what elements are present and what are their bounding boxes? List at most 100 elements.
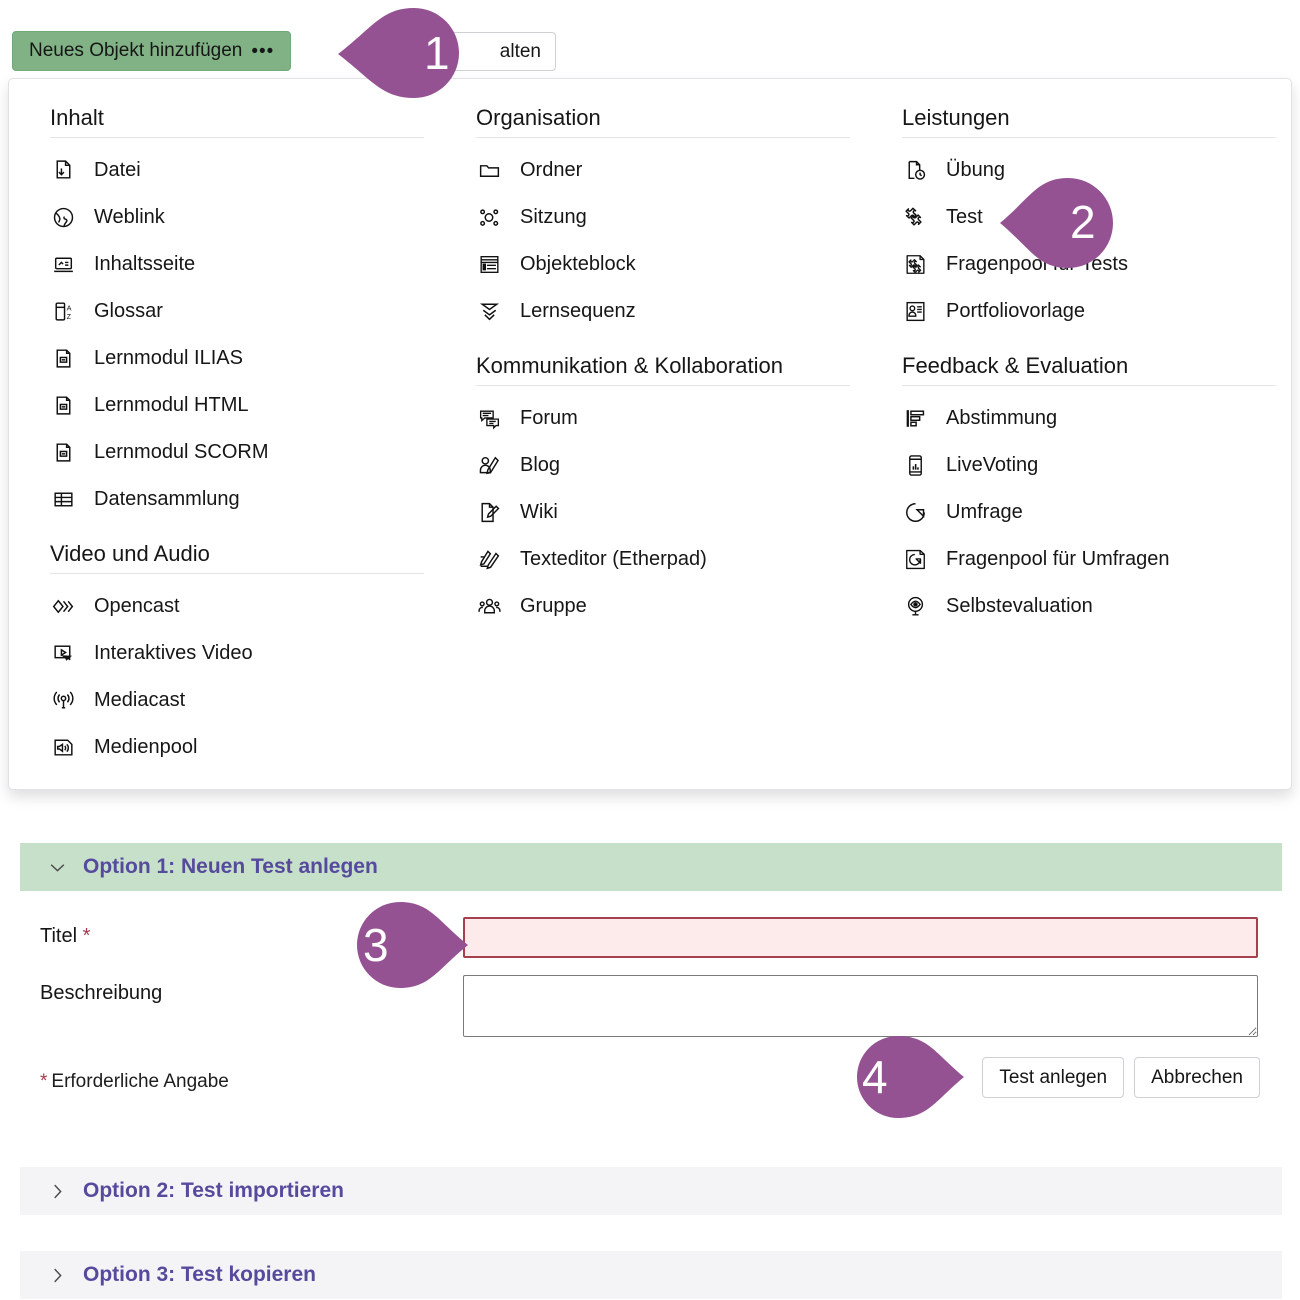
- group-divider: [476, 136, 850, 138]
- dropdown-column-right: Leistungen Übung: [902, 105, 1276, 638]
- required-field-hint-text: Erforderliche Angabe: [51, 1071, 229, 1092]
- menu-item-ordner[interactable]: Ordner: [476, 147, 850, 194]
- menu-item-test[interactable]: Test: [902, 194, 1276, 241]
- secondary-toolbar-button-label: alten: [499, 40, 541, 62]
- portfolio-template-icon: [902, 298, 929, 325]
- add-object-dropdown-panel: Inhalt Datei: [8, 78, 1292, 790]
- poll-bars-icon: [902, 405, 929, 432]
- option-1-form-body: Titel * Beschreibung * Erforderliche Anga…: [20, 891, 1282, 1167]
- test-puzzle-icon: [902, 204, 929, 231]
- content-page-icon: [50, 251, 77, 278]
- form-button-row: Test anlegen Abbrechen: [982, 1057, 1260, 1098]
- menu-item-wiki[interactable]: Wiki: [476, 489, 850, 536]
- description-field-label: Beschreibung: [40, 982, 163, 1004]
- group-title-inhalt: Inhalt: [50, 105, 104, 130]
- menu-item-label: Datei: [94, 159, 141, 182]
- menu-item-fragenpool-fuer-tests[interactable]: Fragenpool für Tests: [902, 241, 1276, 288]
- menu-item-label: Medienpool: [94, 736, 198, 759]
- menu-item-label: Inhaltsseite: [94, 253, 196, 276]
- dropdown-columns: Inhalt Datei: [9, 79, 1291, 789]
- group-inhalt: Inhalt Datei: [50, 105, 424, 523]
- menu-item-umfrage[interactable]: Umfrage: [902, 489, 1276, 536]
- menu-item-label: Abstimmung: [946, 407, 1058, 430]
- blog-person-pencil-icon: [476, 452, 503, 479]
- accordion-header-option-3[interactable]: Option 3: Test kopieren: [20, 1251, 1282, 1299]
- accordion-header-option-2[interactable]: Option 2: Test importieren: [20, 1167, 1282, 1215]
- question-pool-survey-icon: [902, 546, 929, 573]
- cancel-button[interactable]: Abbrechen: [1134, 1057, 1260, 1098]
- create-test-form-area: Option 1: Neuen Test anlegen Titel * Bes…: [0, 843, 1300, 1299]
- menu-item-forum[interactable]: Forum: [476, 395, 850, 442]
- add-new-object-button[interactable]: Neues Objekt hinzufügen •••: [12, 31, 292, 71]
- menu-item-gruppe[interactable]: Gruppe: [476, 583, 850, 630]
- opencast-diamonds-icon: [50, 593, 77, 620]
- menu-item-label: Opencast: [94, 595, 180, 618]
- menu-item-label: Blog: [520, 454, 561, 477]
- menu-item-objekteblock[interactable]: Objekteblock: [476, 241, 850, 288]
- group-divider: [50, 136, 424, 138]
- menu-item-lernsequenz[interactable]: Lernsequenz: [476, 288, 850, 335]
- group-video-und-audio: Video und Audio Opencast: [50, 541, 424, 771]
- menu-item-lernmodul-ilias[interactable]: Lernmodul ILIAS: [50, 335, 424, 382]
- menu-item-label: Weblink: [94, 206, 165, 229]
- question-pool-test-icon: [902, 251, 929, 278]
- chevron-right-icon: [48, 1266, 67, 1285]
- menu-item-datei[interactable]: Datei: [50, 147, 424, 194]
- menu-item-fragenpool-fuer-umfragen[interactable]: Fragenpool für Umfragen: [902, 536, 1276, 583]
- group-title-organisation: Organisation: [476, 105, 601, 130]
- accordion-header-option-1[interactable]: Option 1: Neuen Test anlegen: [20, 843, 1282, 891]
- menu-item-blog[interactable]: Blog: [476, 442, 850, 489]
- menu-item-weblink[interactable]: Weblink: [50, 194, 424, 241]
- menu-item-label: Fragenpool für Umfragen: [946, 548, 1170, 571]
- interactive-video-icon: [50, 640, 77, 667]
- menu-item-label: Lernsequenz: [520, 300, 636, 323]
- dropdown-column-middle: Organisation Ordner: [476, 105, 850, 638]
- self-evaluation-eye-icon: [902, 593, 929, 620]
- menu-item-label: Interaktives Video: [94, 642, 253, 665]
- group-feedback-evaluation: Feedback & Evaluation Abstimmung: [902, 353, 1276, 630]
- livevoting-phone-icon: [902, 452, 929, 479]
- group-title-leistungen: Leistungen: [902, 105, 1010, 130]
- menu-item-label: Fragenpool für Tests: [946, 253, 1128, 276]
- description-textarea[interactable]: [463, 975, 1258, 1037]
- title-field-label: Titel *: [40, 925, 91, 947]
- title-input[interactable]: [463, 917, 1258, 958]
- menu-item-label: LiveVoting: [946, 454, 1039, 477]
- menu-item-livevoting[interactable]: LiveVoting: [902, 442, 1276, 489]
- secondary-toolbar-button[interactable]: alten: [368, 32, 556, 71]
- menu-item-medienpool[interactable]: Medienpool: [50, 724, 424, 771]
- menu-item-glossar[interactable]: A Z Glossar: [50, 288, 424, 335]
- create-test-button[interactable]: Test anlegen: [982, 1057, 1125, 1098]
- wiki-page-pencil-icon: [476, 499, 503, 526]
- survey-pie-icon: [902, 499, 929, 526]
- group-divider: [476, 384, 850, 386]
- menu-item-sitzung[interactable]: Sitzung: [476, 194, 850, 241]
- add-new-object-label: Neues Objekt hinzufügen: [29, 40, 243, 61]
- menu-item-label: Gruppe: [520, 595, 587, 618]
- group-title-video-und-audio: Video und Audio: [50, 540, 210, 566]
- broadcast-icon: [50, 687, 77, 714]
- menu-item-opencast[interactable]: Opencast: [50, 583, 424, 630]
- menu-item-label: Datensammlung: [94, 488, 240, 511]
- menu-item-lernmodul-html[interactable]: Lernmodul HTML: [50, 382, 424, 429]
- menu-item-uebung[interactable]: Übung: [902, 147, 1276, 194]
- menu-item-texteditor-etherpad[interactable]: Texteditor (Etherpad): [476, 536, 850, 583]
- menu-item-portfoliovorlage[interactable]: Portfoliovorlage: [902, 288, 1276, 335]
- menu-item-abstimmung[interactable]: Abstimmung: [902, 395, 1276, 442]
- menu-item-inhaltsseite[interactable]: Inhaltsseite: [50, 241, 424, 288]
- glossary-az-icon: A Z: [50, 298, 77, 325]
- menu-item-selbstevaluation[interactable]: Selbstevaluation: [902, 583, 1276, 630]
- accordion-gap: [0, 1215, 1300, 1251]
- required-asterisk: *: [82, 925, 91, 947]
- menu-item-interaktives-video[interactable]: Interaktives Video: [50, 630, 424, 677]
- group-divider: [50, 572, 424, 574]
- menu-item-datensammlung[interactable]: Datensammlung: [50, 476, 424, 523]
- menu-item-label: Objekteblock: [520, 253, 636, 276]
- menu-item-label: Sitzung: [520, 206, 587, 229]
- chevron-down-icon: [48, 858, 67, 877]
- exercise-clock-icon: [902, 157, 929, 184]
- session-nodes-icon: [476, 204, 503, 231]
- menu-item-mediacast[interactable]: Mediacast: [50, 677, 424, 724]
- menu-item-label: Ordner: [520, 159, 583, 182]
- menu-item-lernmodul-scorm[interactable]: Lernmodul SCORM: [50, 429, 424, 476]
